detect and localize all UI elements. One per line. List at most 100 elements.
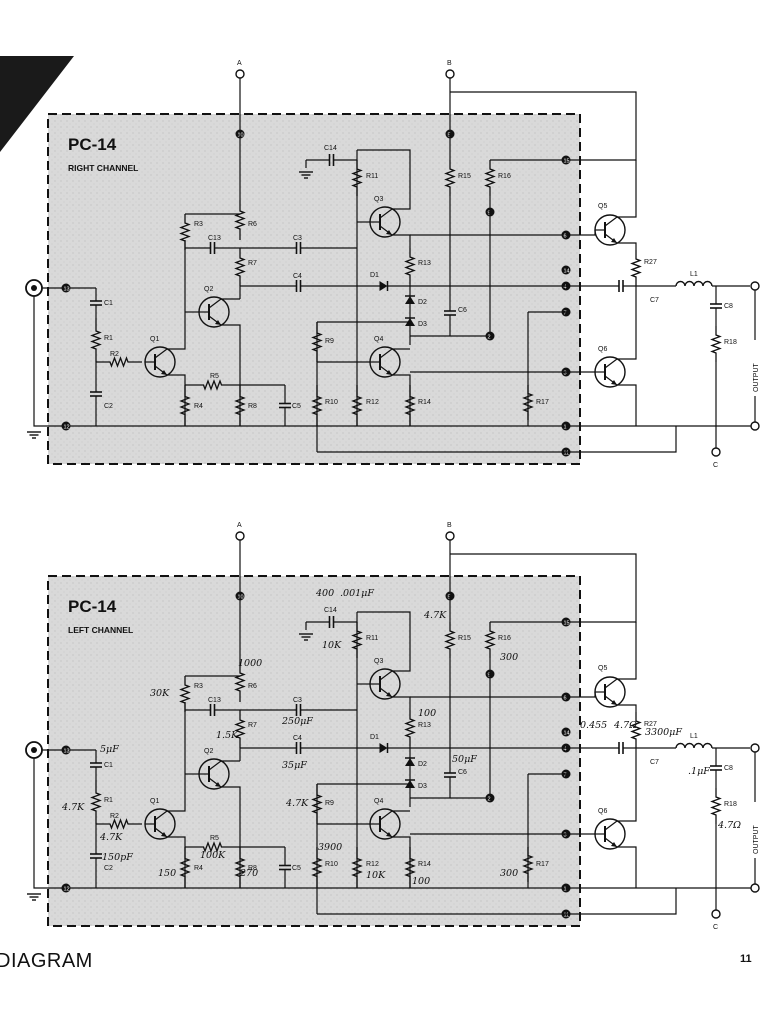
resistor-r2 xyxy=(96,818,142,830)
label-c1: C1 xyxy=(104,300,113,307)
handwritten-note-c2: 150pF xyxy=(102,852,133,863)
resistor-r14 xyxy=(404,847,416,888)
label-r27: R27 xyxy=(644,721,657,728)
resistor-r7 xyxy=(234,710,246,748)
wire xyxy=(617,622,637,680)
label-r11: R11 xyxy=(366,635,378,642)
label-q1: Q1 xyxy=(150,336,159,343)
node-a xyxy=(235,69,245,79)
node-b-label: B xyxy=(447,60,452,67)
label-r1: R1 xyxy=(104,797,113,804)
handwritten-note-r7: 1.5K xyxy=(216,730,239,741)
resistor-r6 xyxy=(234,200,246,240)
terminal-13-label: 13 xyxy=(64,287,70,293)
node-b-label: B xyxy=(447,522,452,529)
resistor-r9 xyxy=(311,322,323,362)
transistor-q6 xyxy=(604,820,618,831)
transistor-q1 xyxy=(161,832,167,837)
wire xyxy=(566,426,677,453)
resistor-r15 xyxy=(444,160,456,196)
label-c3: C3 xyxy=(293,697,302,704)
handwritten-note-r3: 30K xyxy=(150,688,170,699)
wire xyxy=(617,384,637,426)
terminal-5-label: 5 xyxy=(448,133,451,139)
label-r18: R18 xyxy=(724,339,737,346)
transistor-q5 xyxy=(604,678,618,689)
label-r7: R7 xyxy=(248,722,257,729)
label-r1: R1 xyxy=(104,335,113,342)
wire xyxy=(617,748,637,822)
label-d3: D3 xyxy=(418,783,427,790)
output-terminal xyxy=(750,421,760,431)
terminal-14-label: 14 xyxy=(564,731,570,737)
terminal-15 xyxy=(561,155,571,165)
wire xyxy=(617,286,637,360)
input-jack xyxy=(31,285,37,291)
transistor-q6 xyxy=(604,358,618,369)
node-a-label: A xyxy=(237,522,242,529)
terminal-13 xyxy=(61,283,71,293)
label-r9: R9 xyxy=(325,800,334,807)
label-r6: R6 xyxy=(248,221,257,228)
terminal-6-label: 6 xyxy=(564,696,567,702)
output-terminal xyxy=(750,281,760,291)
label-d3: D3 xyxy=(418,321,427,328)
label-r6: R6 xyxy=(248,683,257,690)
resistor-r17 xyxy=(522,385,534,420)
label-r17: R17 xyxy=(536,861,549,868)
terminal-14-label: 14 xyxy=(564,269,570,275)
node-b xyxy=(445,69,455,79)
wire xyxy=(617,160,637,218)
label-r18: R18 xyxy=(724,801,737,808)
label-r3: R3 xyxy=(194,221,203,228)
terminal-2-label: 2 xyxy=(488,335,491,341)
handwritten-note-r17: 300 xyxy=(500,652,518,663)
output-label: OUTPUT xyxy=(753,363,760,393)
transistor-q3 xyxy=(379,208,393,219)
label-l1: L1 xyxy=(690,733,698,740)
label-q4: Q4 xyxy=(374,798,383,805)
resistor-r3 xyxy=(179,676,191,712)
terminal-14 xyxy=(561,727,571,737)
resistor-r8 xyxy=(234,385,246,426)
node-b xyxy=(445,531,455,541)
label-r15: R15 xyxy=(458,635,471,642)
label-c8: C8 xyxy=(724,303,733,310)
handwritten-note-r11: 10K xyxy=(322,640,342,651)
terminal-2-label: 2 xyxy=(488,797,491,803)
board-outline xyxy=(47,113,581,465)
label-r9: R9 xyxy=(325,338,334,345)
transistor-q3 xyxy=(379,670,393,681)
diode-d1 xyxy=(379,743,388,753)
diode-d1 xyxy=(379,281,388,291)
output-terminal xyxy=(750,883,760,893)
transistor-q2 xyxy=(208,298,222,309)
input-jack xyxy=(31,747,37,753)
label-d1: D1 xyxy=(370,734,379,741)
label-c8: C8 xyxy=(724,765,733,772)
resistor-r27 xyxy=(630,712,642,748)
terminal-2 xyxy=(485,793,495,803)
handwritten-note-c6: 50μF xyxy=(452,754,477,765)
wire xyxy=(33,296,566,427)
handwritten-note-r14: 100 xyxy=(412,876,430,887)
terminal-7-label: 7 xyxy=(564,773,567,779)
label-r4: R4 xyxy=(194,865,203,872)
node-c-label: C xyxy=(713,462,718,469)
label-r16: R16 xyxy=(498,173,511,180)
resistor-r7 xyxy=(234,248,246,286)
terminal-3-label: 3 xyxy=(564,833,567,839)
label-r4: R4 xyxy=(194,403,203,410)
wire xyxy=(357,149,411,210)
transistor-q1 xyxy=(154,348,168,359)
label-c2: C2 xyxy=(104,865,113,872)
label-r10: R10 xyxy=(325,399,338,406)
handwritten-note-r12: 10K xyxy=(366,870,386,881)
handwritten-note-r5: 100K xyxy=(200,850,226,861)
wire xyxy=(33,758,566,889)
terminal-15 xyxy=(561,617,571,627)
label-r13: R13 xyxy=(418,722,431,729)
resistor-r4 xyxy=(179,847,191,888)
